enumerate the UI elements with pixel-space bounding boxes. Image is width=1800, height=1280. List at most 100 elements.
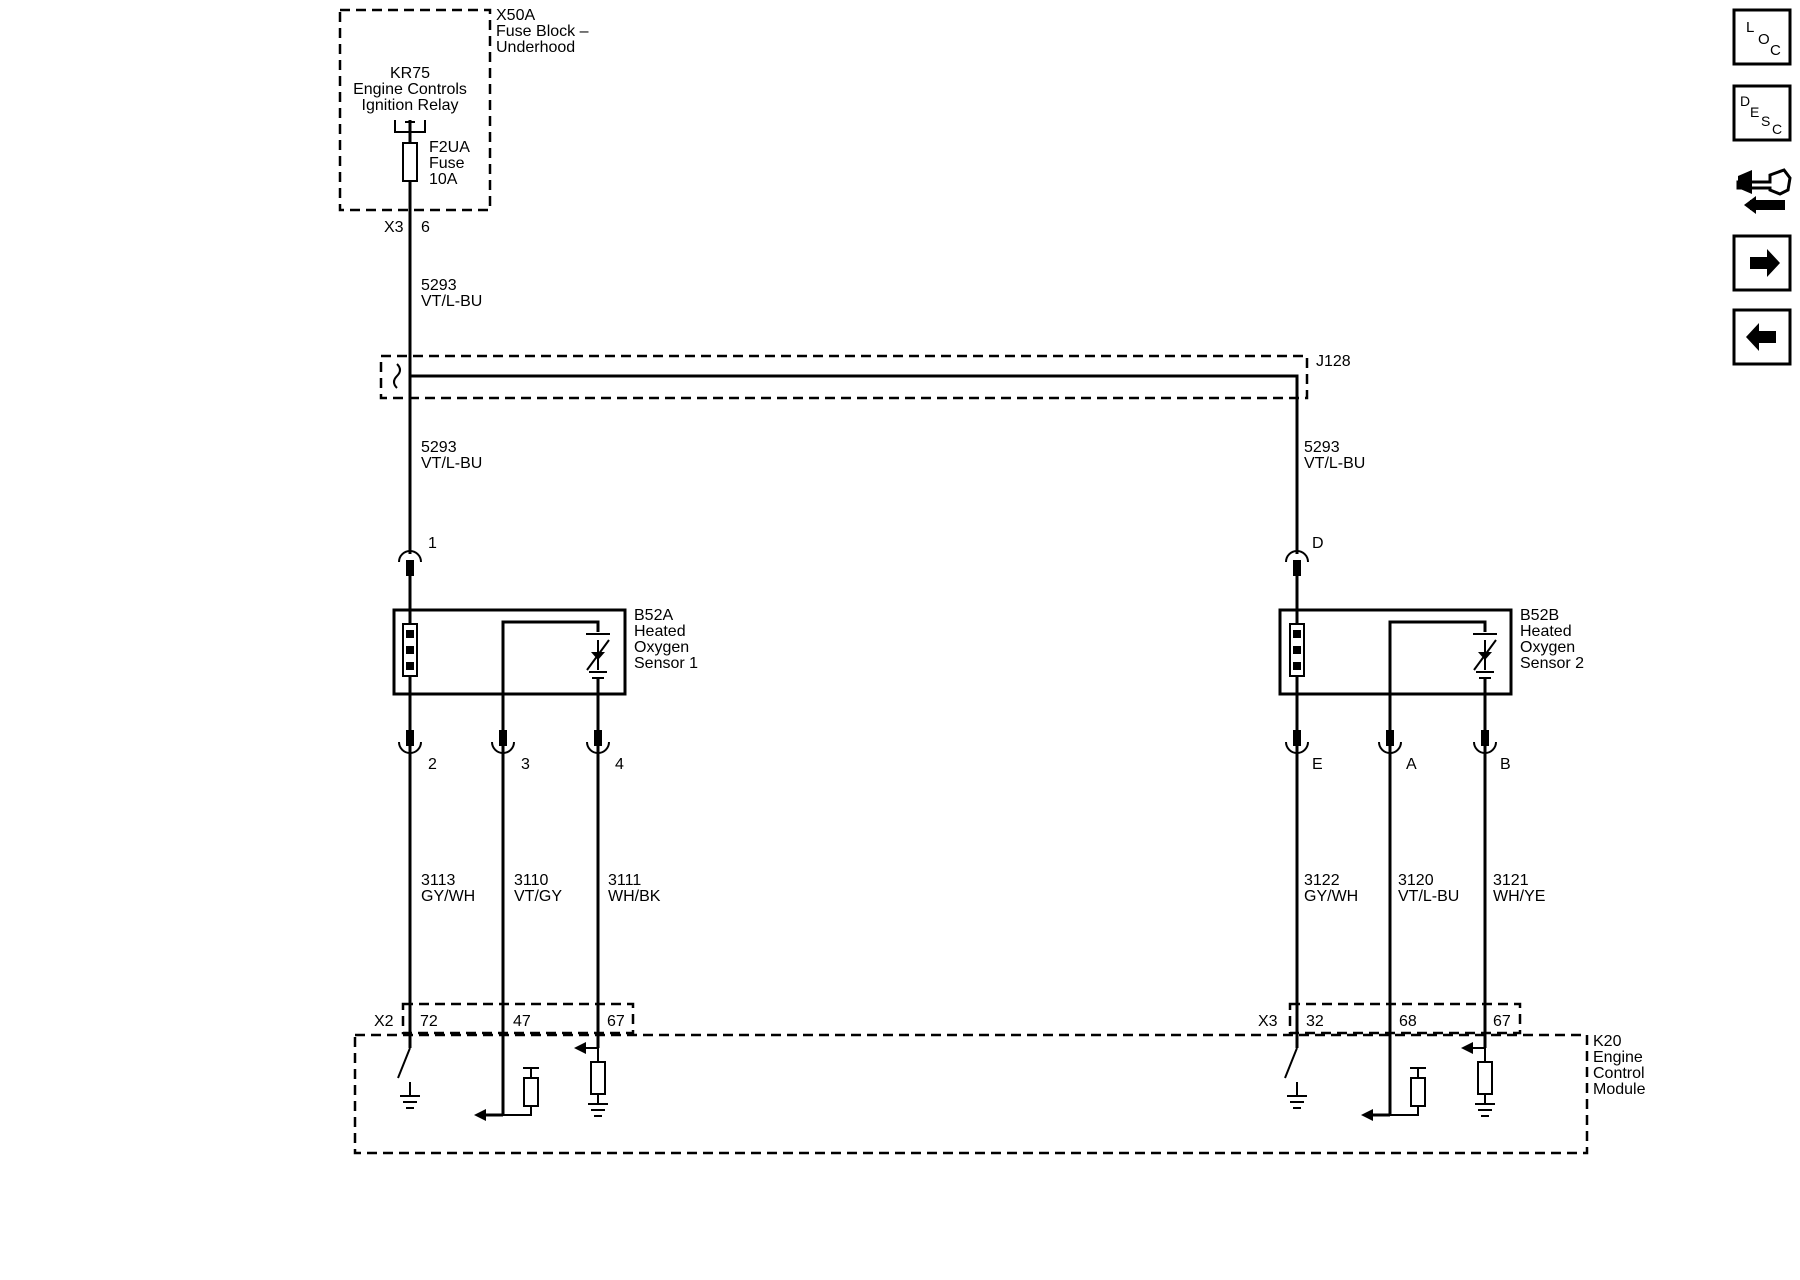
sensor1-pin-b: 3 xyxy=(521,756,530,773)
ecm: X2 X3 72 47 67 32 68 67 K20 Engine Contr… xyxy=(353,1002,1646,1155)
connector-button[interactable] xyxy=(1734,158,1792,220)
ecm-bias-resistor-icon xyxy=(574,1042,608,1117)
svg-text:C: C xyxy=(1772,121,1782,137)
wire-1-circuit: 3113 xyxy=(421,872,456,889)
sensor1: B52A Heated Oxygen Sensor 1 xyxy=(392,576,698,760)
sensor2-pin-b: A xyxy=(1406,756,1417,773)
wire-3-color: WH/BK xyxy=(608,888,661,905)
connector-icon xyxy=(1736,168,1792,214)
sensor1-line3: Sensor 1 xyxy=(634,655,698,672)
ecm-x3-pin-b: 68 xyxy=(1399,1013,1417,1030)
relay-id: KR75 xyxy=(390,65,430,82)
fuse-block: X50A Fuse Block – Underhood KR75 Engine … xyxy=(338,7,589,236)
ecm-switch-ground-icon xyxy=(1284,1047,1307,1109)
wire-1-color: GY/WH xyxy=(421,888,475,905)
fuse-word: Fuse xyxy=(429,155,465,172)
wire-4-color: GY/WH xyxy=(1304,888,1358,905)
svg-text:D: D xyxy=(1740,93,1750,109)
wire-4-circuit: 3122 xyxy=(1304,872,1340,889)
ecm-outline xyxy=(353,1033,1589,1155)
ecm-x3-pin-a: 32 xyxy=(1306,1013,1324,1030)
sensor2-pin-c: B xyxy=(1500,756,1511,773)
oxygen-sensor-cell-icon xyxy=(586,633,610,679)
fuse-block-name-2: Underhood xyxy=(496,39,575,56)
arrow-right-icon xyxy=(1750,249,1780,277)
ecm-line2: Control xyxy=(1593,1065,1645,1082)
desc-icon: D E S C xyxy=(1740,93,1782,137)
sensor1-feed-connector xyxy=(398,550,422,576)
fuse-block-name-1: Fuse Block – xyxy=(496,23,589,40)
wire-3-circuit: 3111 xyxy=(608,872,641,889)
ecm-x2-pin-c: 67 xyxy=(607,1013,625,1030)
prev-button[interactable] xyxy=(1732,308,1792,366)
next-button[interactable] xyxy=(1732,234,1792,292)
wire-2-color: VT/GY xyxy=(514,888,562,905)
sensor2-feed-pin: D xyxy=(1312,535,1324,552)
splice-j128: J128 xyxy=(379,353,1351,400)
ecm-connector-x3 xyxy=(1288,1002,1522,1035)
ecm-switch-ground-icon xyxy=(397,1047,420,1109)
feed-wire-color-top: VT/L-BU xyxy=(421,293,482,310)
ecm-pullup-resistor-icon xyxy=(474,1067,539,1121)
fuse-icon xyxy=(402,142,418,182)
fuse-rating: 10A xyxy=(429,171,458,188)
sensor1-box xyxy=(392,608,627,696)
sensor2-box xyxy=(1278,608,1513,696)
heater-element-icon xyxy=(1289,623,1305,677)
feed-wire-circuit-top: 5293 xyxy=(421,277,457,294)
ecm-x3-pin-c: 67 xyxy=(1493,1013,1511,1030)
loc-button[interactable]: L O C xyxy=(1732,8,1792,66)
sensor1-pin-c: 4 xyxy=(615,756,624,773)
ecm-x2-pin-a: 72 xyxy=(420,1013,438,1030)
fuse-block-outline xyxy=(338,8,492,212)
splice-id: J128 xyxy=(1316,353,1351,370)
splice-outline xyxy=(379,354,1309,400)
sensor2-pin-a: E xyxy=(1312,756,1323,773)
sensor2-signal-wire xyxy=(1388,620,1487,760)
desc-button[interactable]: D E S C xyxy=(1732,84,1792,142)
wire-5-circuit: 3120 xyxy=(1398,872,1434,889)
sensor2-line2: Oxygen xyxy=(1520,639,1575,656)
wire-6-circuit: 3121 xyxy=(1493,872,1529,889)
fuse-block-id: X50A xyxy=(496,7,535,24)
ecm-x3-label: X3 xyxy=(1258,1013,1278,1030)
arrow-left-icon xyxy=(1746,323,1776,351)
ecm-bias-resistor-icon xyxy=(1461,1042,1495,1117)
feed-wire-color-s2: VT/L-BU xyxy=(1304,455,1365,472)
sensor1-signal-wire xyxy=(501,620,600,760)
sensor1-line1: Heated xyxy=(634,623,686,640)
feed-wire-circuit-s2: 5293 xyxy=(1304,439,1340,456)
wire-2-circuit: 3110 xyxy=(514,872,549,889)
ecm-id: K20 xyxy=(1593,1033,1622,1050)
svg-text:O: O xyxy=(1758,31,1770,48)
sensor2-line3: Sensor 2 xyxy=(1520,655,1584,672)
heater-element-icon xyxy=(402,623,418,677)
ecm-x2-pin-b: 47 xyxy=(513,1013,531,1030)
sensor2: B52B Heated Oxygen Sensor 2 xyxy=(1278,576,1584,760)
sensor2-feed-connector xyxy=(1285,550,1309,576)
splice-break-icon xyxy=(393,363,401,389)
ecm-connector-x2 xyxy=(401,1002,635,1035)
fuse-block-connector: X3 xyxy=(384,219,404,236)
ecm-line3: Module xyxy=(1593,1081,1646,1098)
sensor2-id: B52B xyxy=(1520,607,1559,624)
sensor1-id: B52A xyxy=(634,607,673,624)
wire-6-color: WH/YE xyxy=(1493,888,1545,905)
ecm-line1: Engine xyxy=(1593,1049,1643,1066)
sensor1-connectors xyxy=(398,730,610,754)
wire-5-color: VT/L-BU xyxy=(1398,888,1459,905)
sensor1-pin-a: 2 xyxy=(428,756,437,773)
svg-text:E: E xyxy=(1750,104,1759,120)
svg-text:L: L xyxy=(1746,19,1754,36)
sensor1-feed-pin: 1 xyxy=(428,535,437,552)
fuse-block-pin: 6 xyxy=(421,219,430,236)
ecm-pullup-resistor-icon xyxy=(1361,1067,1426,1121)
svg-text:C: C xyxy=(1770,42,1781,59)
ecm-x2-label: X2 xyxy=(374,1013,394,1030)
relay-name-2: Ignition Relay xyxy=(362,97,459,114)
svg-text:S: S xyxy=(1761,113,1770,129)
sensor2-line1: Heated xyxy=(1520,623,1572,640)
sensor1-line2: Oxygen xyxy=(634,639,689,656)
feed-wire-color-s1: VT/L-BU xyxy=(421,455,482,472)
